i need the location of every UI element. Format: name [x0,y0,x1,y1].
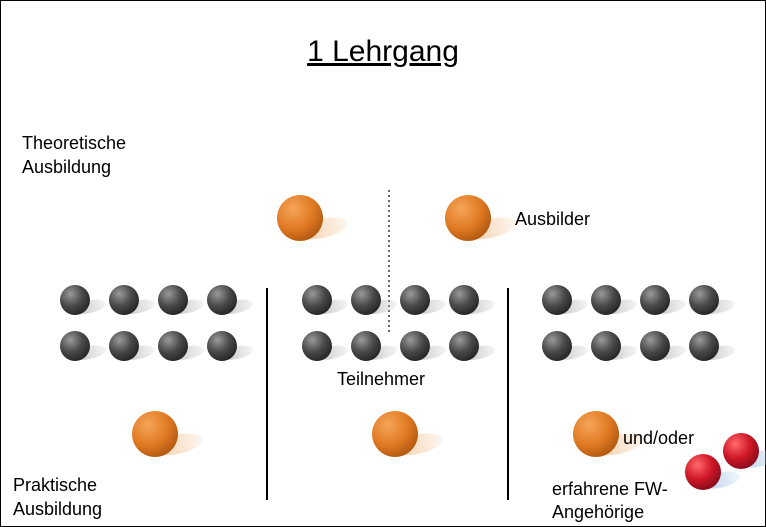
experienced-member-figure [685,454,741,490]
participant-figure [60,331,107,361]
label-teilnehmer: Teilnehmer [337,369,426,389]
label-praktische-line2: Ausbildung [13,499,103,519]
participant-figure [302,331,349,361]
participant-figure [158,285,205,315]
participant-figure [109,331,156,361]
participant-figure [302,285,349,315]
participant-figure [400,285,447,315]
participant-figure [542,285,589,315]
participant-figure [207,285,254,315]
label-theoretische-line1: Theoretische [22,133,127,153]
label-theoretische-line2: Ausbildung [22,157,112,177]
participant-figure [449,285,496,315]
participant-figure [542,331,589,361]
participant-figure [640,331,687,361]
participant-figure [400,331,447,361]
participant-figure [591,285,638,315]
instructor-figure [445,195,516,241]
participant-figure [109,285,156,315]
instructor-figure [372,411,443,457]
participant-figure [591,331,638,361]
label-erfahrene-line1: erfahrene FW- [552,479,668,499]
participant-figure [689,331,736,361]
label-und-oder: und/oder [623,428,695,448]
participant-figure [207,331,254,361]
participant-figure [60,285,107,315]
instructor-figure [277,195,348,241]
participant-figure [351,285,398,315]
participant-figure [449,331,496,361]
label-ausbilder: Ausbilder [515,209,591,229]
participant-figure [689,285,736,315]
instructor-figure [573,411,644,457]
label-erfahrene-line2: Angehörige [552,502,645,522]
experienced-member-figure [723,433,766,469]
label-praktische-line1: Praktische [13,475,98,495]
participant-figure [351,331,398,361]
participant-figure [158,331,205,361]
instructor-figure [132,411,203,457]
participant-figure [640,285,687,315]
page-title: 1 Lehrgang [307,35,459,68]
